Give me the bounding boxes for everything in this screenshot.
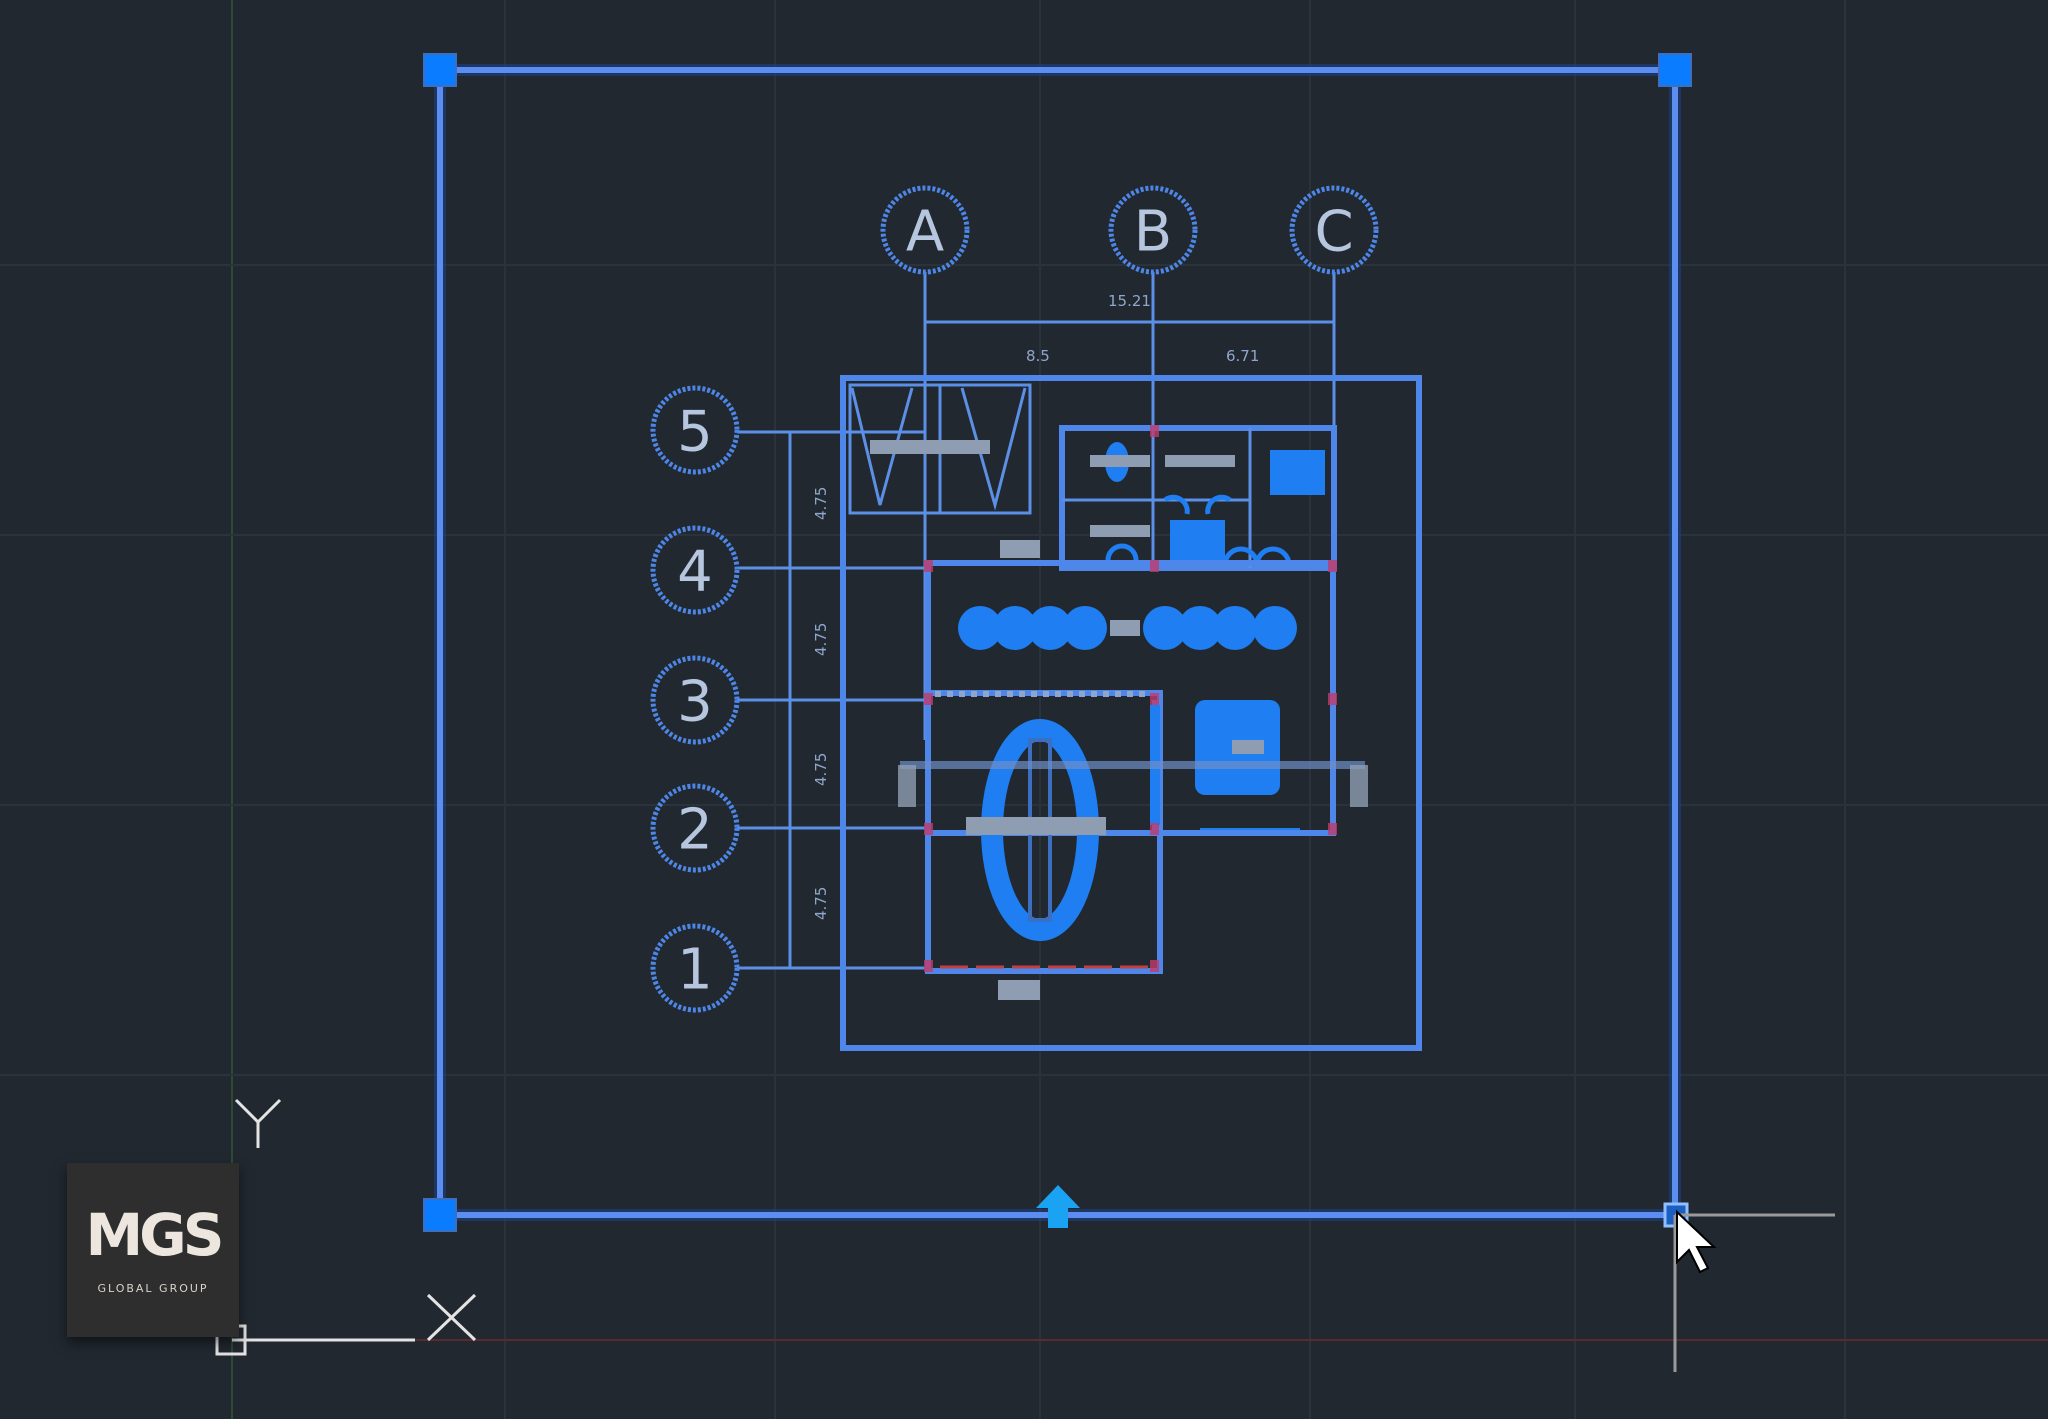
dim-row-4-3: 4.75	[812, 623, 830, 656]
column-label-a: A	[906, 200, 944, 265]
mouse-pointer-icon	[1676, 1209, 1717, 1274]
column-label-c: C	[1314, 200, 1353, 265]
row-bubble-3[interactable]: 3	[650, 655, 740, 745]
floor-plan[interactable]	[840, 375, 1422, 1051]
grip-bottom-left[interactable]	[423, 1198, 457, 1232]
dim-row-5-4: 4.75	[812, 487, 830, 520]
row-bubble-2[interactable]: 2	[650, 783, 740, 873]
column-label-b: B	[1134, 200, 1172, 265]
row-label-2: 2	[677, 798, 713, 863]
dim-row-2-1: 4.75	[812, 887, 830, 920]
row-bubble-1[interactable]: 1	[650, 923, 740, 1013]
dim-bay-b-c: 6.71	[1226, 347, 1259, 365]
grip-top-left[interactable]	[423, 53, 457, 87]
row-label-5: 5	[677, 400, 713, 465]
row-label-3: 3	[677, 670, 713, 735]
watermark-logo: MGS GLOBAL GROUP	[67, 1163, 239, 1337]
column-bubble-a[interactable]: A	[880, 185, 970, 275]
column-bubble-c[interactable]: C	[1289, 185, 1379, 275]
row-grid-lines	[737, 430, 925, 970]
grips[interactable]	[423, 53, 1692, 1232]
logo-mark: MGS	[85, 1200, 224, 1269]
crosshair-cursor	[1673, 1209, 1835, 1372]
vertical-dimensions[interactable]: 4.75 4.75 4.75 4.75	[812, 487, 830, 920]
workstation-row	[958, 606, 1297, 650]
dim-overall-width: 15.21	[1108, 292, 1151, 310]
row-bubble-4[interactable]: 4	[650, 525, 740, 615]
row-label-4: 4	[677, 540, 713, 605]
horizontal-dimensions[interactable]: 15.21 8.5 6.71	[925, 292, 1334, 365]
dim-bay-a-b: 8.5	[1026, 347, 1050, 365]
logo-subtitle: GLOBAL GROUP	[97, 1281, 209, 1295]
flip-arrow-grip-icon[interactable]	[1036, 1185, 1080, 1228]
grip-top-right[interactable]	[1658, 53, 1692, 87]
column-markers	[924, 425, 1337, 972]
dim-row-3-2: 4.75	[812, 753, 830, 786]
row-bubble-5[interactable]: 5	[650, 385, 740, 475]
column-bubble-b[interactable]: B	[1108, 185, 1198, 275]
row-label-1: 1	[677, 938, 713, 1003]
